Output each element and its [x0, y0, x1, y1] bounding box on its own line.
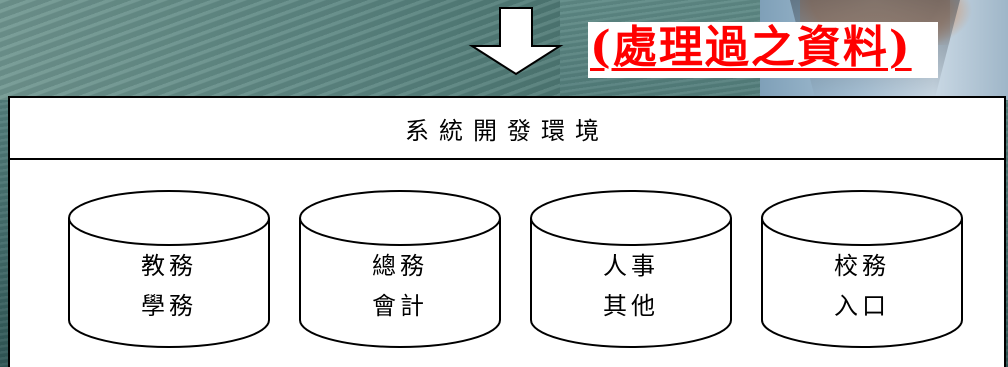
database-cylinder: 人事 其他 — [528, 188, 734, 350]
database-icon — [761, 190, 963, 348]
database-icon — [530, 190, 732, 348]
database-cylinder: 校務 入口 — [759, 188, 965, 350]
database-label-line1: 校務 — [834, 252, 890, 280]
database-icon — [68, 190, 270, 348]
database-icon — [299, 190, 501, 348]
processed-data-label: (處理過之資料) — [590, 22, 912, 73]
database-label-line1: 人事 — [603, 252, 659, 280]
database-label-line1: 總務 — [372, 252, 428, 280]
database-label-line2: 學務 — [141, 292, 197, 320]
panel-header: 系統開發環境 — [10, 98, 1004, 160]
panel-title: 系統開發環境 — [405, 116, 609, 145]
database-label-line2: 會計 — [372, 292, 428, 320]
database-label-line1: 教務 — [141, 252, 197, 280]
database-group: 教務 學務 總務 會計 人事 其他 — [10, 162, 1004, 362]
system-dev-environment-panel: 系統開發環境 教務 學務 總務 會計 — [8, 96, 1006, 367]
background-water — [0, 0, 560, 100]
database-label-line2: 入口 — [834, 292, 890, 320]
database-label-line2: 其他 — [603, 292, 659, 320]
processed-data-label-bg — [588, 22, 938, 78]
database-cylinder: 教務 學務 — [66, 188, 272, 350]
down-arrow-icon — [468, 7, 564, 76]
database-cylinder: 總務 會計 — [297, 188, 503, 350]
